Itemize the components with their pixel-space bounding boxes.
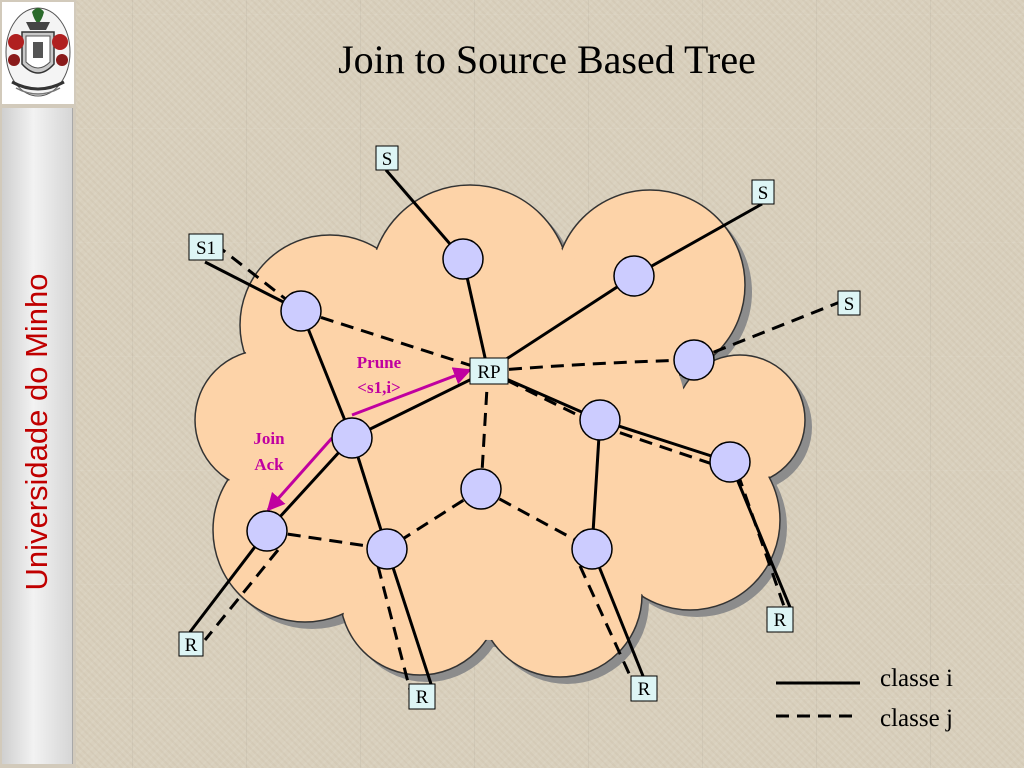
router-node	[280, 290, 322, 332]
s-top-box	[375, 145, 399, 171]
link-node-to-join	[299, 310, 354, 439]
router-node	[709, 441, 751, 483]
link-node-to-rp-right	[487, 274, 635, 373]
receiver-label: R	[774, 610, 787, 631]
source-label: S	[844, 294, 855, 315]
source-s1-label: S1	[196, 238, 216, 259]
sidebar-band	[2, 108, 73, 764]
router-node	[442, 238, 484, 280]
r-bottom-right-box	[630, 675, 658, 702]
rp-label: RP	[477, 362, 500, 383]
router-node	[331, 417, 373, 459]
prune-label-line1: Prune	[357, 353, 402, 372]
r-bottom-left-box	[408, 683, 436, 710]
sidebar: Universidade do Minho	[0, 0, 76, 768]
router-node	[246, 510, 288, 552]
link-lower-left-to-r	[188, 530, 269, 633]
r-right-box	[766, 606, 794, 633]
source-label: S	[382, 149, 393, 170]
join-label-line1: Join	[253, 429, 285, 448]
router-node	[366, 528, 408, 570]
router-node	[673, 339, 715, 381]
source-label: S	[758, 183, 769, 204]
router-node	[571, 528, 613, 570]
link-join-to-lower-left	[265, 436, 354, 533]
router-node	[460, 468, 502, 510]
receiver-label: R	[638, 679, 651, 700]
router-nodes	[246, 238, 751, 570]
university-crest-logo	[2, 2, 74, 104]
receiver-label: R	[185, 635, 198, 656]
dash-lower-left-to-r	[203, 549, 280, 641]
prune-label-line2: <s1,i>	[357, 378, 400, 397]
join-ack-arrow	[266, 437, 334, 512]
legend-dashed-label: classe j	[880, 705, 953, 732]
dash-rp-to-right-node	[487, 358, 695, 373]
r-left-box	[178, 631, 204, 657]
link-bottom-right-to-r	[590, 548, 645, 677]
join-label-line2: Ack	[254, 455, 284, 474]
legend: classe i classe j	[776, 665, 953, 732]
link-bottom-to-r	[385, 548, 433, 685]
receiver-label: R	[416, 687, 429, 708]
s-right-lower-box	[837, 290, 861, 316]
router-node	[579, 399, 621, 441]
dash-right-to-r	[736, 473, 788, 613]
link-right-mid-to-bottom-right	[590, 419, 602, 550]
slide-title: Join to Source Based Tree	[338, 37, 756, 82]
dash-center-to-bottom-right	[480, 487, 593, 551]
link-right-mid-to-right	[599, 418, 731, 464]
dash-bottom-to-r	[376, 565, 412, 691]
dash-right-node-to-s	[693, 298, 846, 362]
link-s-right-to-node	[633, 202, 763, 278]
s-right-upper-box	[751, 179, 775, 205]
dash-node-to-rp	[300, 309, 489, 373]
cloud-fill	[196, 186, 804, 676]
s1-box	[188, 233, 224, 261]
router-node	[613, 255, 655, 297]
dash-right-mid-to-right	[599, 424, 731, 472]
rp-box	[469, 357, 509, 385]
legend-solid-label: classe i	[880, 665, 953, 692]
prune-arrow	[351, 367, 472, 417]
